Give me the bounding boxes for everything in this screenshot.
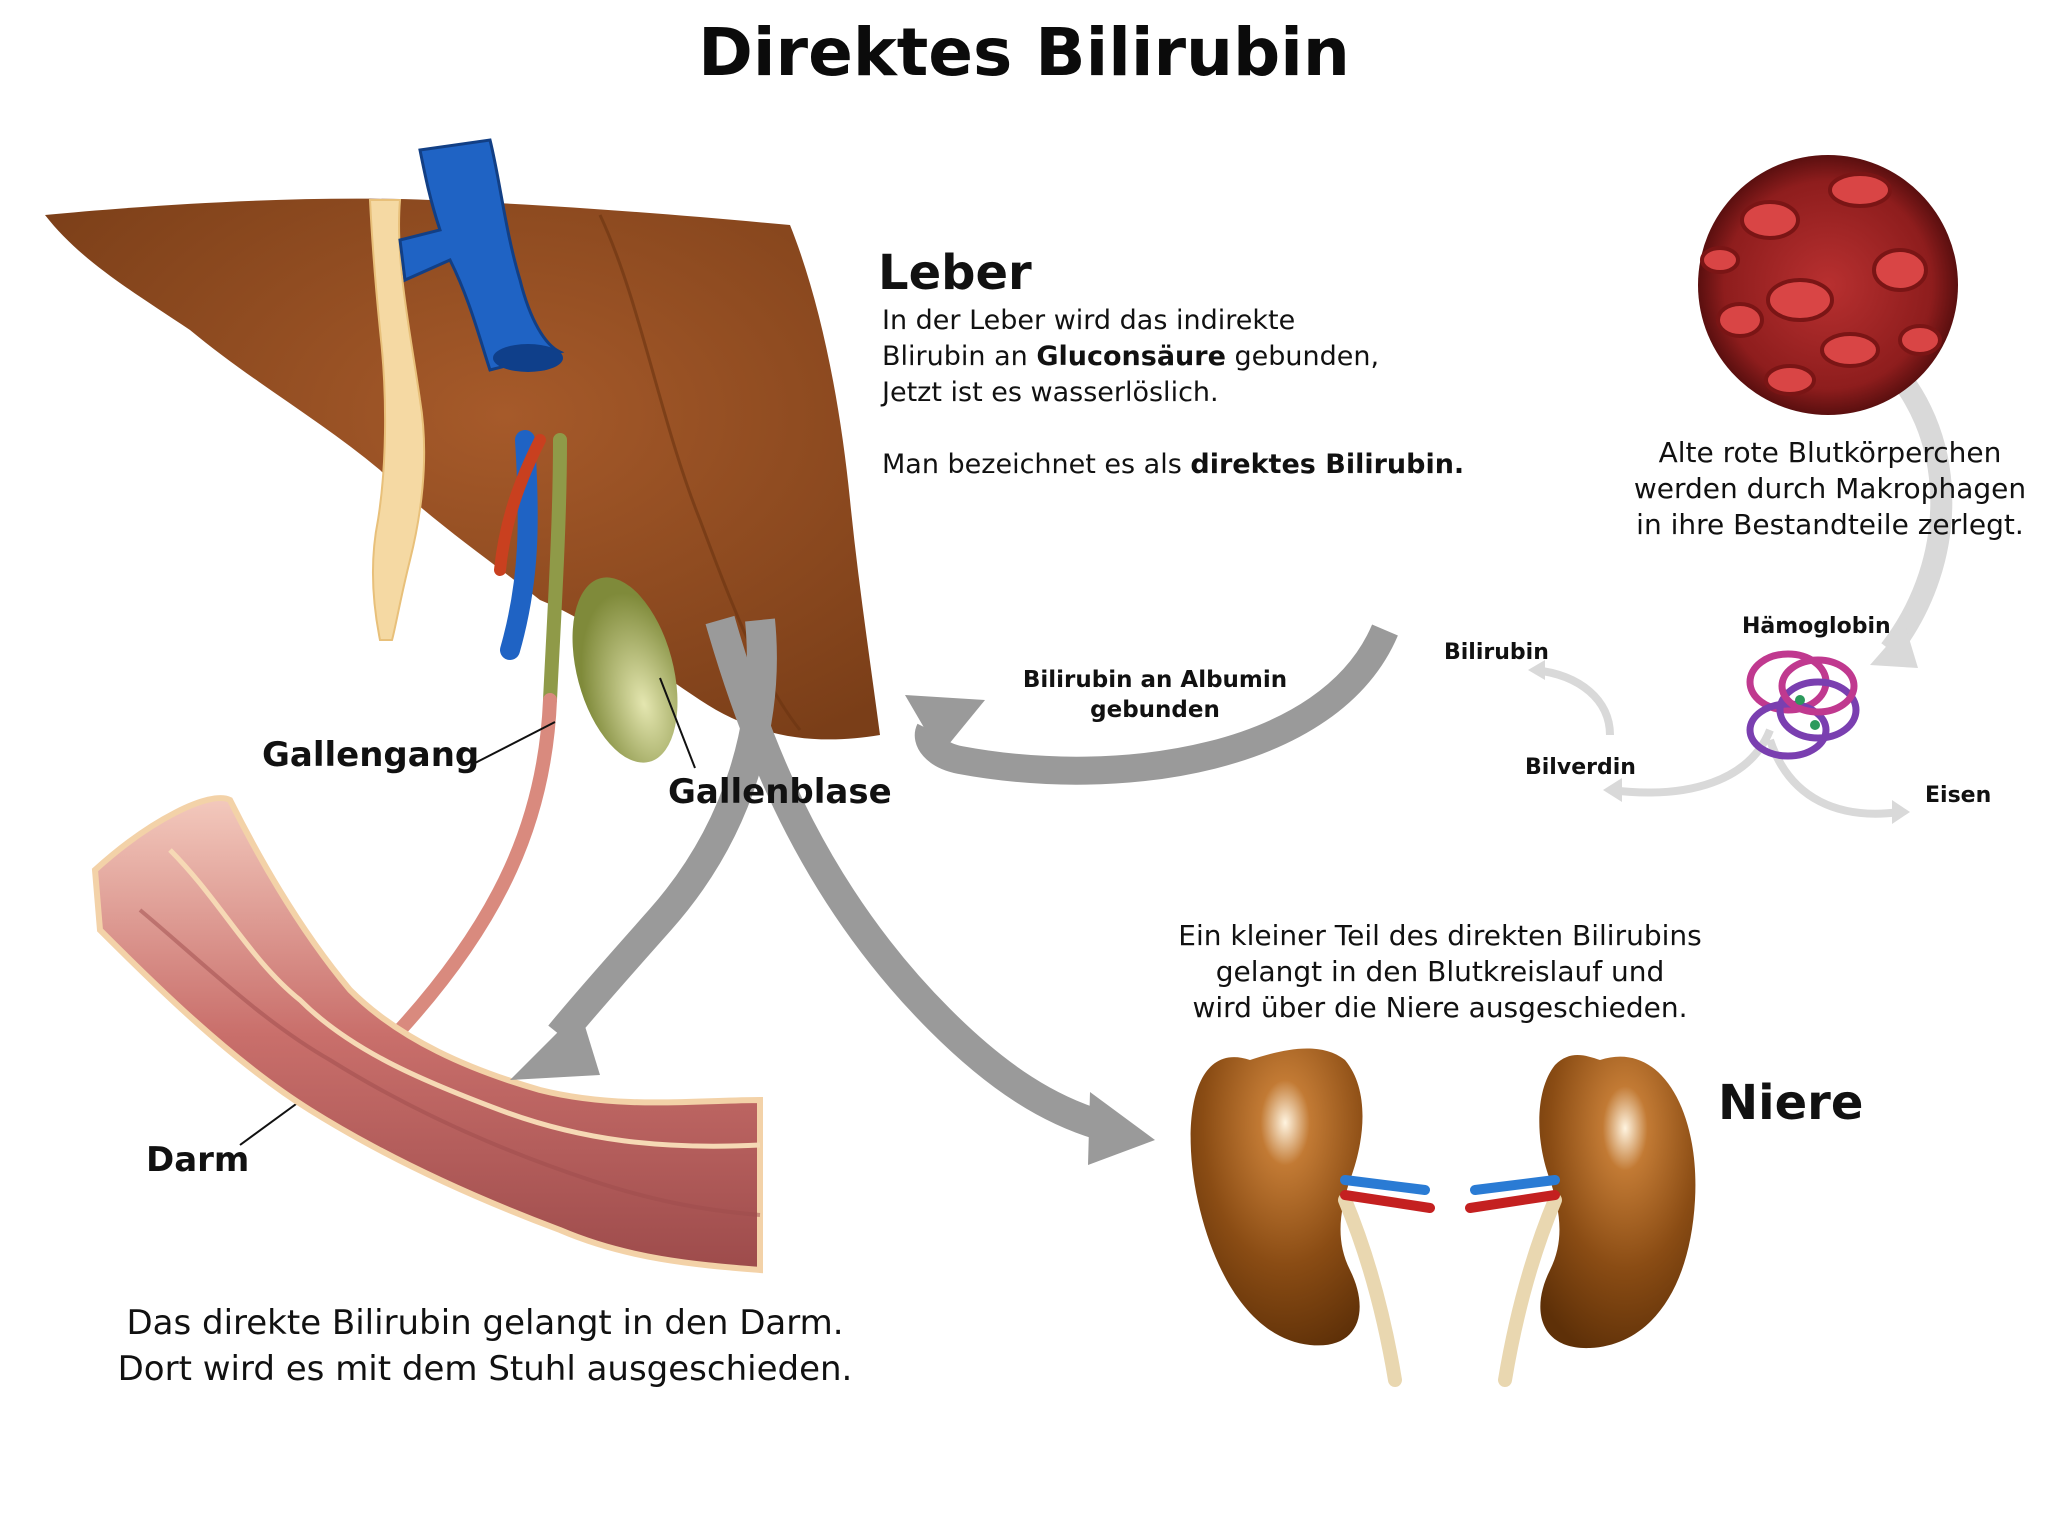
liver-line-2: Blirubin an Gluconsäure gebunden, (882, 341, 1380, 372)
albumin-line-1: Bilirubin an Albumin (1022, 667, 1288, 693)
eisen-label: Eisen (1925, 783, 1992, 808)
gallengang-leader (474, 721, 556, 764)
liver-shape (45, 198, 880, 740)
kidney-line-1: Ein kleiner Teil des direkten Bilirubins (1178, 919, 1702, 952)
liver-line-4: Man bezeichnet es als direktes Bilirubin… (882, 449, 1465, 480)
bilirubin-label: Bilirubin (1444, 640, 1549, 665)
hepatic-artery (494, 434, 546, 576)
blood-line-2: werden durch Makrophagen (1633, 472, 2027, 505)
haemoglobin-label: Hämoglobin (1742, 614, 1891, 639)
ligament (368, 199, 426, 641)
liver-line-3: Jetzt ist es wasserlöslich. (882, 377, 1219, 408)
intestine-illustration (91, 795, 763, 1274)
intestine-fold (168, 848, 761, 1149)
kidney-description: Ein kleiner Teil des direkten Bilirubins… (1140, 918, 1740, 1026)
liver-heading: Leber (878, 245, 1032, 301)
intestine-line-2: Dort wird es mit dem Stuhl ausgeschieden… (117, 1349, 853, 1389)
bile-duct (543, 433, 567, 707)
arrow-albumin-to-liver (905, 624, 1398, 785)
arrow-to-eisen-head (1892, 800, 1910, 824)
kidney-line-3: wird über die Niere ausgeschieden. (1192, 991, 1688, 1024)
page-title: Direktes Bilirubin (698, 14, 1350, 91)
liver-description: In der Leber wird das indirekte Blirubin… (882, 303, 1464, 483)
kidney-heading: Niere (1718, 1075, 1864, 1131)
arrow-blood-to-hemo-head (1870, 625, 1918, 668)
arrow-to-eisen (1766, 738, 1901, 818)
arrow-to-bilirubin (1534, 666, 1614, 736)
kidney-left (1190, 1048, 1435, 1387)
arrow-to-bilverdin-head (1603, 778, 1622, 802)
haemoglobin-molecule (1746, 650, 1860, 760)
blood-line-1: Alte rote Blutkörperchen (1658, 436, 2002, 469)
arrow-liver-to-kidney (705, 615, 1155, 1165)
blood-line-3: in ihre Bestandteile zerlegt. (1636, 508, 2024, 541)
vena-cava-opening (493, 344, 563, 372)
kidney-line-2: gelangt in den Blutkreislauf und (1215, 955, 1665, 988)
bile-duct-lower (393, 693, 557, 1037)
blood-cells-description: Alte rote Blutkörperchen werden durch Ma… (1610, 435, 2048, 543)
gallengang-label: Gallengang (262, 735, 480, 775)
albumin-label: Bilirubin an Albumin gebunden (1005, 665, 1305, 725)
albumin-line-2: gebunden (1090, 697, 1220, 723)
kidney-right (1465, 1055, 1696, 1387)
gallbladder (572, 577, 678, 763)
bilverdin-label: Bilverdin (1525, 755, 1636, 780)
arrow-to-bilirubin-head (1528, 660, 1545, 680)
intestine-fold-2 (138, 908, 761, 1217)
liver-line-1: In der Leber wird das indirekte (882, 305, 1296, 336)
red-blood-cells-illustration (1698, 155, 1958, 415)
darm-label: Darm (146, 1140, 250, 1180)
liver-illustration (45, 138, 880, 1037)
intestine-line-1: Das direkte Bilirubin gelangt in den Dar… (126, 1303, 844, 1343)
gallenblase-leader (659, 677, 696, 769)
vena-cava (398, 138, 565, 372)
intestine-description: Das direkte Bilirubin gelangt in den Dar… (80, 1300, 890, 1392)
gallenblase-label: Gallenblase (668, 772, 892, 812)
intestine-body (91, 795, 763, 1274)
